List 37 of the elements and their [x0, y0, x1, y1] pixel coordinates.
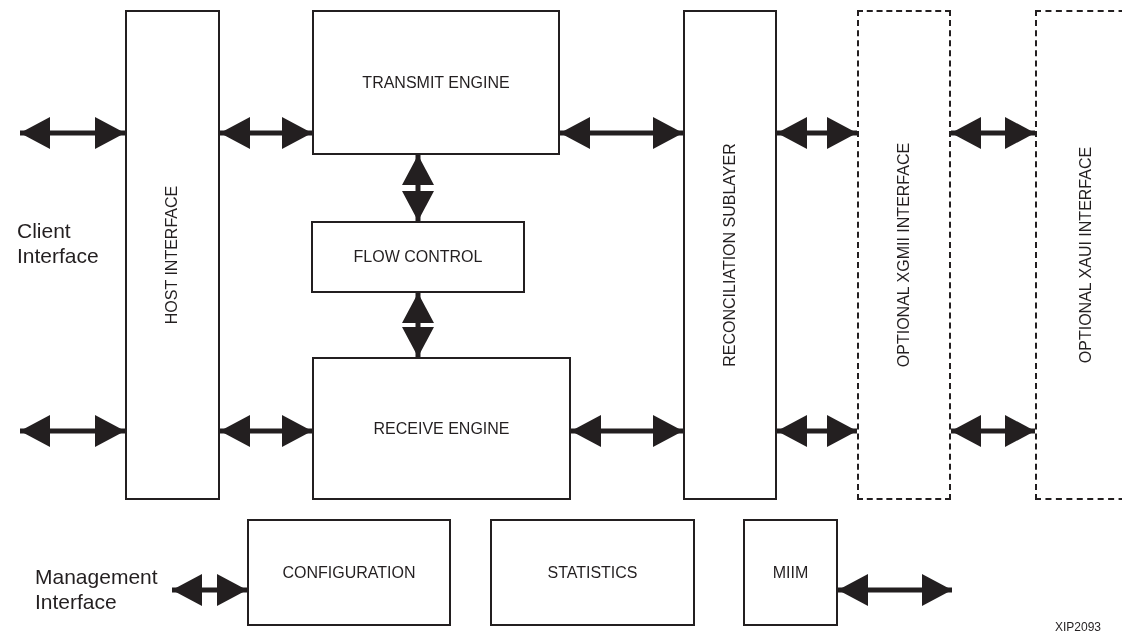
- double-arrow: [560, 117, 683, 149]
- optional-block: [857, 10, 951, 500]
- block-label: TRANSMIT ENGINE: [362, 73, 510, 92]
- block: [312, 357, 571, 500]
- block: [683, 10, 777, 500]
- block: [311, 221, 525, 293]
- double-arrow: [402, 293, 434, 357]
- block-label: RECONCILIATION SUBLAYER: [721, 143, 739, 367]
- double-arrow: [20, 117, 125, 149]
- block: [743, 519, 838, 626]
- block-label: OPTIONAL XGMII INTERFACE: [895, 142, 913, 368]
- block-label: FLOW CONTROL: [353, 248, 483, 266]
- double-arrow: [220, 415, 312, 447]
- double-arrow: [172, 574, 247, 606]
- block-label: CONFIGURATION: [282, 563, 416, 582]
- block-label: MIIM: [772, 563, 809, 582]
- double-arrow: [777, 117, 857, 149]
- block-label: HOST INTERFACE: [163, 185, 182, 325]
- double-arrow: [20, 415, 125, 447]
- interface-label: Client Interface: [17, 218, 100, 269]
- block-label: RECEIVE ENGINE: [373, 419, 510, 438]
- double-arrow: [951, 415, 1035, 447]
- optional-block: [1035, 10, 1122, 500]
- block: [125, 10, 220, 500]
- double-arrow: [838, 574, 952, 606]
- block: [312, 10, 560, 155]
- block-label: STATISTICS: [547, 563, 638, 582]
- double-arrow: [951, 117, 1035, 149]
- block: [247, 519, 451, 626]
- double-arrow: [571, 415, 683, 447]
- double-arrow: [220, 117, 312, 149]
- figure-id: XIP2093: [1055, 620, 1103, 635]
- block-label: OPTIONAL XAUI INTERFACE: [1077, 146, 1095, 364]
- interface-label: Management Interface: [35, 563, 159, 615]
- double-arrow: [402, 155, 434, 221]
- block: [490, 519, 695, 626]
- double-arrow: [777, 415, 857, 447]
